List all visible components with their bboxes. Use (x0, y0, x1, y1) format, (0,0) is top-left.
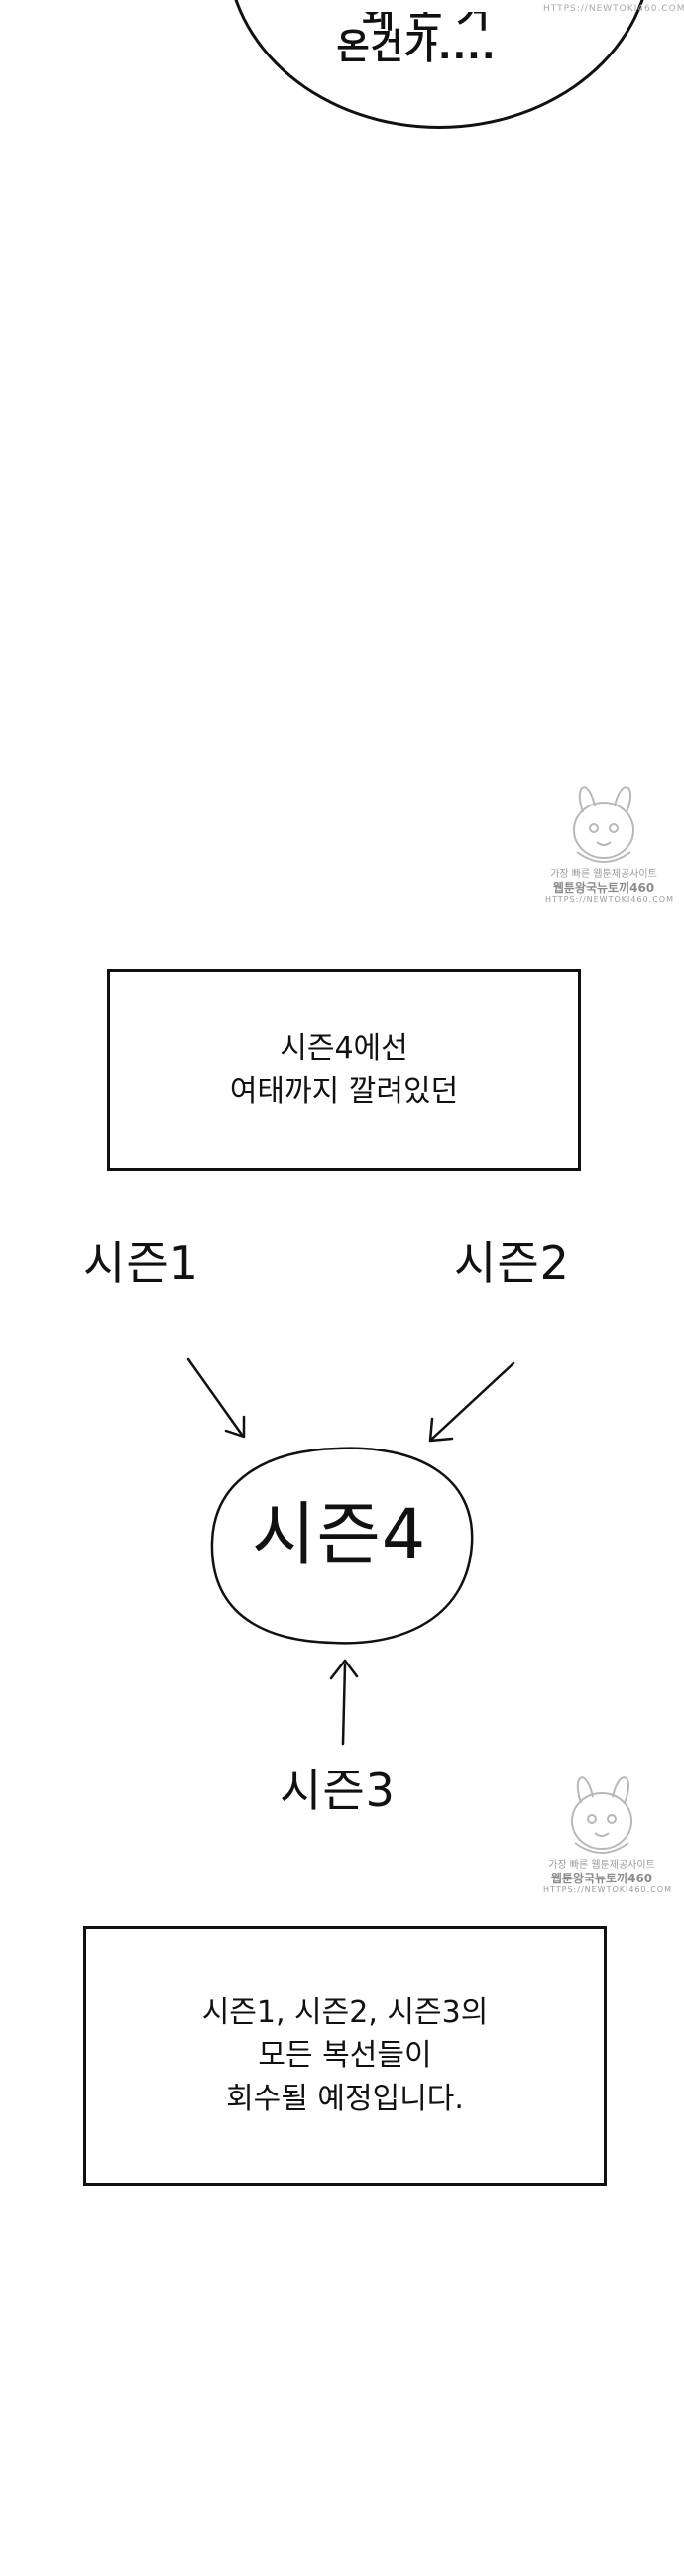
watermark-line-3: HTTPS://NEWTOKI460.COM (545, 895, 674, 905)
watermark-mascot-icon (571, 1776, 632, 1854)
season-3-label: 시즌3 (280, 1764, 396, 1817)
watermark-line-3: HTTPS://NEWTOKI460.COM (543, 1885, 672, 1895)
watermark-line-2: 웹툰왕국뉴토끼460 (550, 1872, 653, 1885)
watermark-line-1: 가장 빠른 웹툰제공사이트 (550, 869, 657, 880)
arrow-season-2-head (428, 1417, 454, 1443)
caption-1-line-2: 여태까지 깔려있던 (229, 1074, 459, 1109)
diagram-drawing (186, 1357, 515, 1746)
caption-2-line-1: 시즌1, 시즌2, 시즌3의 (201, 1994, 489, 2030)
watermark: 가장 빠른 웹툰제공사이트 웹툰왕국뉴토끼460 HTTPS://NEWTOKI… (543, 1764, 672, 1912)
watermark-line-1: 가장 빠른 웹툰제공사이트 (548, 1860, 655, 1871)
caption-box-1: 시즌4에선 여태까지 깔려있던 (107, 969, 581, 1171)
watermark-url-top: HTTPS://NEWTOKI460.COM (543, 4, 684, 14)
arrow-season-1-head (224, 1415, 246, 1439)
season-2-label: 시즌2 (454, 1236, 570, 1290)
arrow-season-2 (430, 1361, 515, 1441)
arrow-season-3-head (329, 1659, 359, 1680)
speech-bubble-text-line-2: 온건가.... (336, 27, 497, 67)
caption-2-line-3: 회수될 예정입니다. (226, 2081, 464, 2116)
caption-2-line-2: 모든 복선들이 (258, 2038, 432, 2074)
caption-1-line-1: 시즌4에선 (280, 1030, 408, 1066)
season-4-circle (210, 1447, 474, 1645)
arrow-season-1 (186, 1357, 244, 1437)
speech-bubble-text-line-1: 왜 온 거 (362, 0, 491, 36)
watermark-mascot-icon (573, 786, 634, 863)
season-4-label: 시즌4 (252, 1494, 427, 1575)
watermark-line-2: 웹툰왕국뉴토끼460 (552, 881, 655, 895)
caption-box-2: 시즌1, 시즌2, 시즌3의 모든 복선들이 회수될 예정입니다. (83, 1926, 607, 2186)
watermark: 가장 빠른 웹툰제공사이트 웹툰왕국뉴토끼460 HTTPS://NEWTOKI… (545, 773, 674, 921)
arrow-season-3 (341, 1663, 347, 1746)
season-1-label: 시즌1 (83, 1236, 199, 1290)
